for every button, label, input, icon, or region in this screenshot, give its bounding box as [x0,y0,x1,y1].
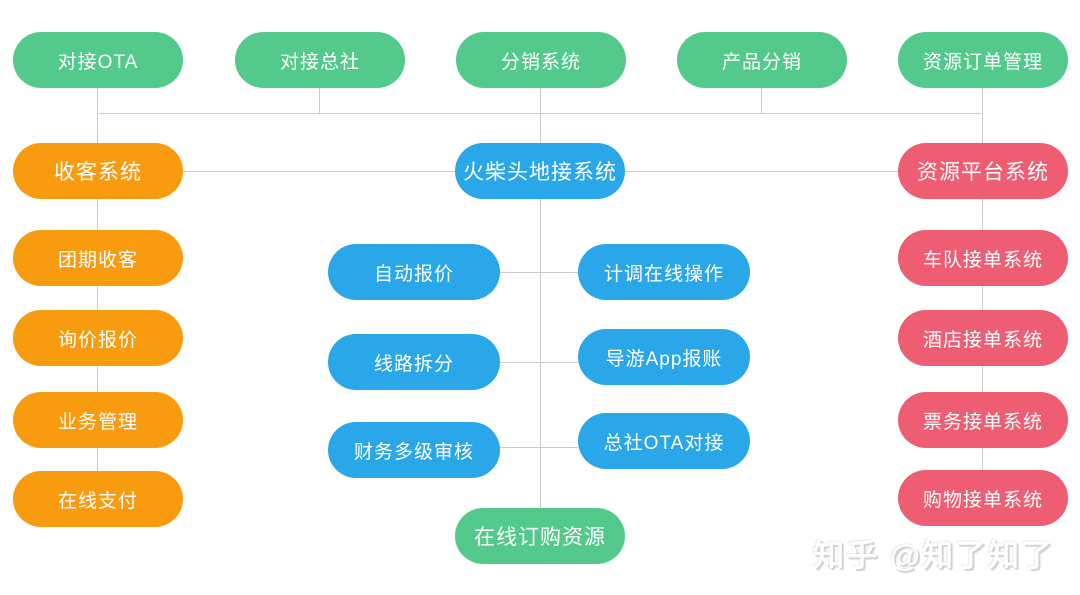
connector-line [540,88,541,143]
node-ota-integration: 对接OTA [13,32,183,88]
connector-line [500,362,578,363]
connector-line [982,88,983,143]
node-online-resource-purchase: 在线订购资源 [455,508,625,564]
node-distribution-system: 分销系统 [456,32,626,88]
connector-line [761,88,762,113]
connector-line [500,272,578,273]
zhihu-watermark: 知乎 @知了知了 [813,538,1054,573]
node-business-management: 业务管理 [13,392,183,448]
node-fleet-order-system: 车队接单系统 [898,230,1068,286]
connector-line [319,88,320,113]
node-hotel-order-system: 酒店接单系统 [898,310,1068,366]
node-group-intake: 团期收客 [13,230,183,286]
connector-line [625,171,898,172]
node-guide-app-expense: 导游App报账 [578,329,750,385]
node-inquiry-quote: 询价报价 [13,310,183,366]
node-finance-multilevel-audit: 财务多级审核 [328,422,500,478]
node-online-payment: 在线支付 [13,471,183,527]
node-shopping-order-system: 购物接单系统 [898,470,1068,526]
node-resource-order-management: 资源订单管理 [898,32,1068,88]
node-resource-platform-system: 资源平台系统 [898,143,1068,199]
node-ticket-order-system: 票务接单系统 [898,392,1068,448]
node-product-distribution: 产品分销 [677,32,847,88]
connector-line [97,88,98,143]
node-headquarters-integration: 对接总社 [235,32,405,88]
node-auto-quote: 自动报价 [328,244,500,300]
connector-line [183,171,455,172]
node-operator-online-ops: 计调在线操作 [578,244,750,300]
node-matchhead-dmc-system: 火柴头地接系统 [455,143,625,199]
connector-line [540,199,541,508]
connector-line [500,447,578,448]
node-hq-ota-integration: 总社OTA对接 [578,413,750,469]
node-route-split: 线路拆分 [328,334,500,390]
node-customer-intake-system: 收客系统 [13,143,183,199]
